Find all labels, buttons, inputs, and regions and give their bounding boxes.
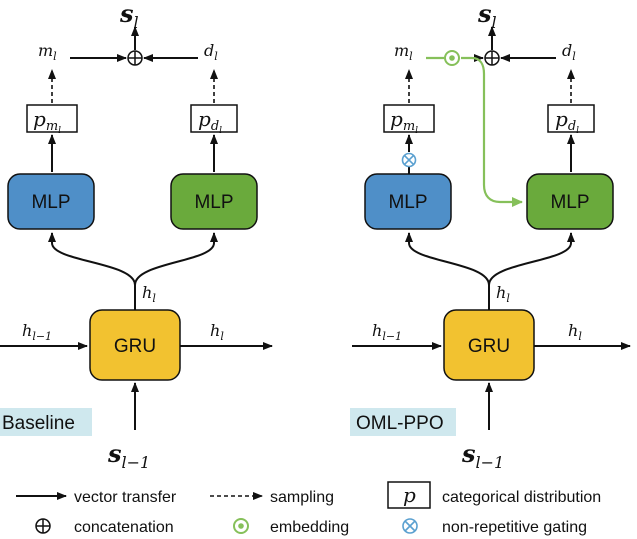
legend-categorical-box: p	[387, 481, 431, 509]
svg-text:MLP: MLP	[388, 192, 427, 213]
baseline-tag-bg	[0, 408, 92, 436]
baseline-s-prev-label: sl−1	[107, 439, 150, 472]
oml-p-d-box: pdl	[547, 104, 595, 136]
non-repetitive-gating-icon	[401, 152, 417, 168]
oml-gru-box: GRU	[443, 309, 535, 381]
baseline-gru-to-mlp-m-arrow	[48, 232, 136, 310]
legend-concatenation-icon	[35, 518, 51, 534]
oml-h-l-up-label: hl	[496, 283, 510, 305]
oml-d-l-label: dl	[562, 41, 576, 63]
baseline-mlp-m-box: MLP	[7, 173, 95, 230]
svg-text:MLP: MLP	[550, 192, 589, 213]
oml-gru-to-mlp-d-arrow	[488, 232, 575, 286]
oml-m-l-label: ml	[394, 41, 413, 63]
svg-text:pml: pml	[33, 107, 61, 136]
oml-tag: OML-PPO	[356, 413, 444, 434]
oml-s-prev-label: sl−1	[461, 439, 504, 472]
oml-gru-to-mlp-m-arrow	[405, 232, 490, 310]
legend: vector transfer sampling p categorical d…	[16, 481, 601, 536]
baseline-h-l-up-label: hl	[142, 283, 156, 305]
baseline-s-l-label: sl	[119, 0, 139, 32]
embedding-icon	[444, 50, 460, 66]
baseline-d-l-label: dl	[204, 41, 218, 63]
oml-embedding-to-mlp-d-arrow	[461, 56, 523, 207]
legend-gating-icon	[402, 518, 418, 534]
oml-h-out-label: hl	[568, 321, 582, 343]
legend-vector-transfer-label: vector transfer	[74, 489, 177, 506]
legend-categorical-label: categorical distribution	[442, 489, 601, 506]
legend-embedding-label: embedding	[270, 519, 349, 536]
baseline-p-d-box: pdl	[190, 104, 238, 136]
legend-gating-label: non-repetitive gating	[442, 519, 587, 536]
oml-concatenation-icon	[484, 50, 500, 66]
svg-text:pdl: pdl	[555, 107, 579, 136]
baseline-mlp-d-box: MLP	[170, 173, 258, 230]
oml-s-l-label: sl	[477, 0, 497, 32]
baseline-concatenation-icon	[127, 50, 143, 66]
svg-text:p: p	[403, 483, 416, 507]
svg-text:pml: pml	[390, 107, 418, 136]
oml-ppo-panel: sl ml dl pml pdl	[350, 0, 631, 472]
baseline-tag: Baseline	[2, 413, 75, 434]
svg-text:pdl: pdl	[198, 107, 222, 136]
baseline-gru-box: GRU	[89, 309, 181, 381]
legend-embedding-icon	[233, 518, 249, 534]
baseline-h-prev-label: hl−1	[22, 321, 52, 343]
oml-h-prev-label: hl−1	[372, 321, 402, 343]
baseline-m-l-label: ml	[38, 41, 57, 63]
baseline-panel: sl ml dl pml pdl	[0, 0, 273, 472]
baseline-gru-to-mlp-d-arrow	[134, 232, 218, 286]
oml-mlp-d-box: MLP	[526, 173, 614, 230]
oml-tag-bg	[350, 408, 456, 436]
baseline-p-m-box: pml	[26, 104, 78, 136]
svg-text:MLP: MLP	[31, 192, 70, 213]
legend-concatenation-label: concatenation	[74, 519, 174, 536]
oml-p-m-box: pml	[383, 104, 435, 136]
oml-mlp-m-box: MLP	[364, 173, 452, 230]
svg-text:GRU: GRU	[468, 336, 510, 357]
svg-text:GRU: GRU	[114, 336, 156, 357]
baseline-h-out-label: hl	[210, 321, 224, 343]
svg-text:MLP: MLP	[194, 192, 233, 213]
legend-sampling-label: sampling	[270, 489, 334, 506]
